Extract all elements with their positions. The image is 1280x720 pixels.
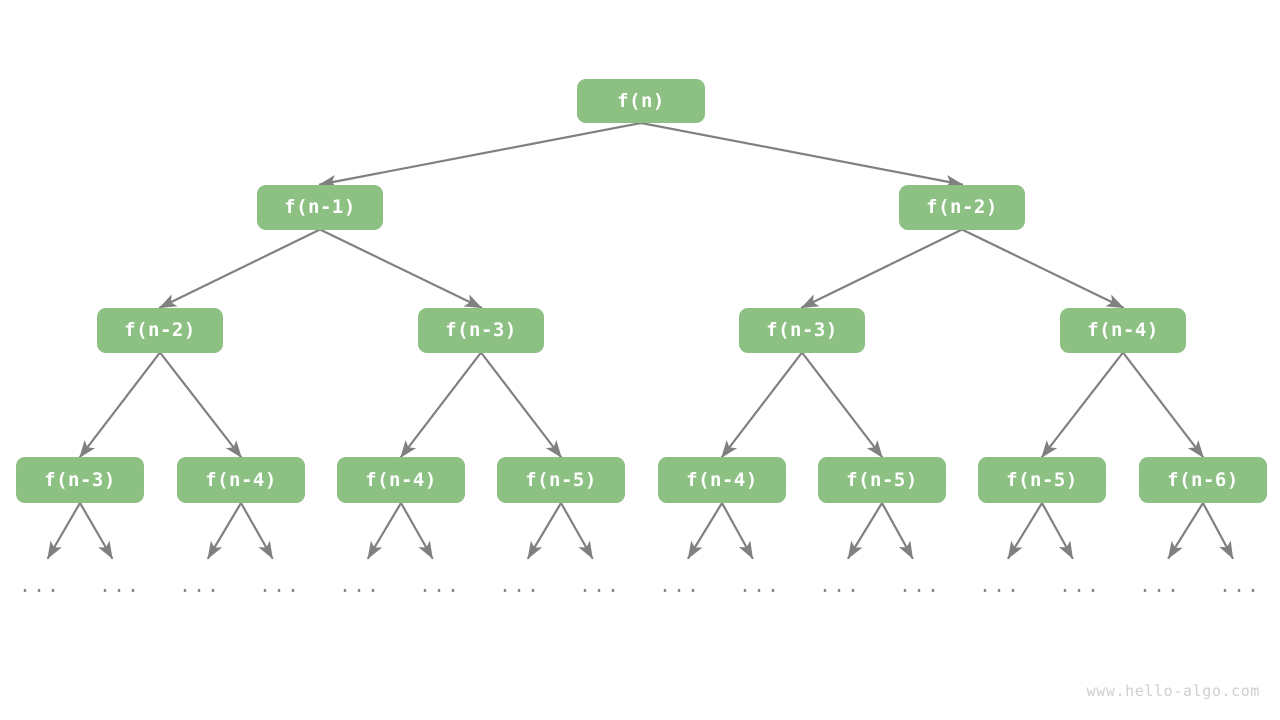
tree-node[interactable]: f(n-5) xyxy=(978,457,1106,503)
tree-edge xyxy=(207,501,243,560)
tree-node[interactable]: f(n-4) xyxy=(1060,307,1186,353)
tree-edge xyxy=(479,351,563,459)
tree-edge xyxy=(639,121,964,188)
edge-group xyxy=(46,121,1234,560)
tree-edge xyxy=(318,121,643,188)
tree-node[interactable]: f(n-2) xyxy=(899,184,1025,230)
tree-edge xyxy=(880,501,914,560)
ellipsis-marker: ... xyxy=(258,573,302,597)
tree-node[interactable]: f(n-1) xyxy=(257,184,383,230)
tree-edge xyxy=(318,228,483,309)
tree-edge xyxy=(239,501,274,560)
ellipsis-marker: ... xyxy=(818,573,862,597)
tree-edge xyxy=(158,228,322,309)
tree-edge xyxy=(847,501,884,560)
tree-edge xyxy=(527,501,563,560)
tree-edge xyxy=(78,351,162,459)
ellipsis-marker: ... xyxy=(1138,573,1182,597)
tree-edge xyxy=(687,501,724,560)
tree-edge xyxy=(1167,501,1205,560)
tree-edge xyxy=(158,351,243,459)
tree-edge xyxy=(1201,501,1234,560)
tree-node[interactable]: f(n-5) xyxy=(497,457,625,503)
ellipsis-marker: ... xyxy=(18,573,62,597)
tree-edge xyxy=(78,501,114,560)
ellipsis-marker: ... xyxy=(978,573,1022,597)
tree-node[interactable]: f(n-3) xyxy=(739,307,865,353)
ellipsis-marker: ... xyxy=(178,573,222,597)
tree-edge xyxy=(960,228,1125,309)
tree-edge xyxy=(559,501,594,560)
tree-node[interactable]: f(n-3) xyxy=(418,307,544,353)
tree-edge xyxy=(1040,501,1074,560)
ellipsis-marker: ... xyxy=(898,573,942,597)
ellipsis-marker: ... xyxy=(1058,573,1102,597)
ellipsis-marker: ... xyxy=(498,573,542,597)
tree-edge xyxy=(720,351,804,459)
tree-edge xyxy=(720,501,754,560)
tree-edge xyxy=(1007,501,1044,560)
tree-edge xyxy=(800,351,884,459)
tree-edge xyxy=(1121,351,1205,459)
tree-node[interactable]: f(n-5) xyxy=(818,457,946,503)
tree-node[interactable]: f(n-4) xyxy=(658,457,786,503)
tree-edge xyxy=(46,501,82,560)
ellipsis-marker: ... xyxy=(98,573,142,597)
tree-node[interactable]: f(n-4) xyxy=(177,457,305,503)
watermark: www.hello-algo.com xyxy=(1086,682,1260,700)
ellipsis-marker: ... xyxy=(658,573,702,597)
tree-node[interactable]: f(n-2) xyxy=(97,307,223,353)
tree-edge xyxy=(367,501,403,560)
ellipsis-marker: ... xyxy=(738,573,782,597)
tree-edge xyxy=(399,351,483,459)
ellipsis-marker: ... xyxy=(1218,573,1262,597)
tree-edge xyxy=(800,228,964,309)
tree-node[interactable]: f(n-6) xyxy=(1139,457,1267,503)
tree-edge xyxy=(399,501,434,560)
ellipsis-marker: ... xyxy=(578,573,622,597)
tree-edge xyxy=(1040,351,1125,459)
ellipsis-marker: ... xyxy=(338,573,382,597)
tree-node[interactable]: f(n-3) xyxy=(16,457,144,503)
tree-node[interactable]: f(n) xyxy=(577,79,705,123)
ellipsis-marker: ... xyxy=(418,573,462,597)
tree-node[interactable]: f(n-4) xyxy=(337,457,465,503)
